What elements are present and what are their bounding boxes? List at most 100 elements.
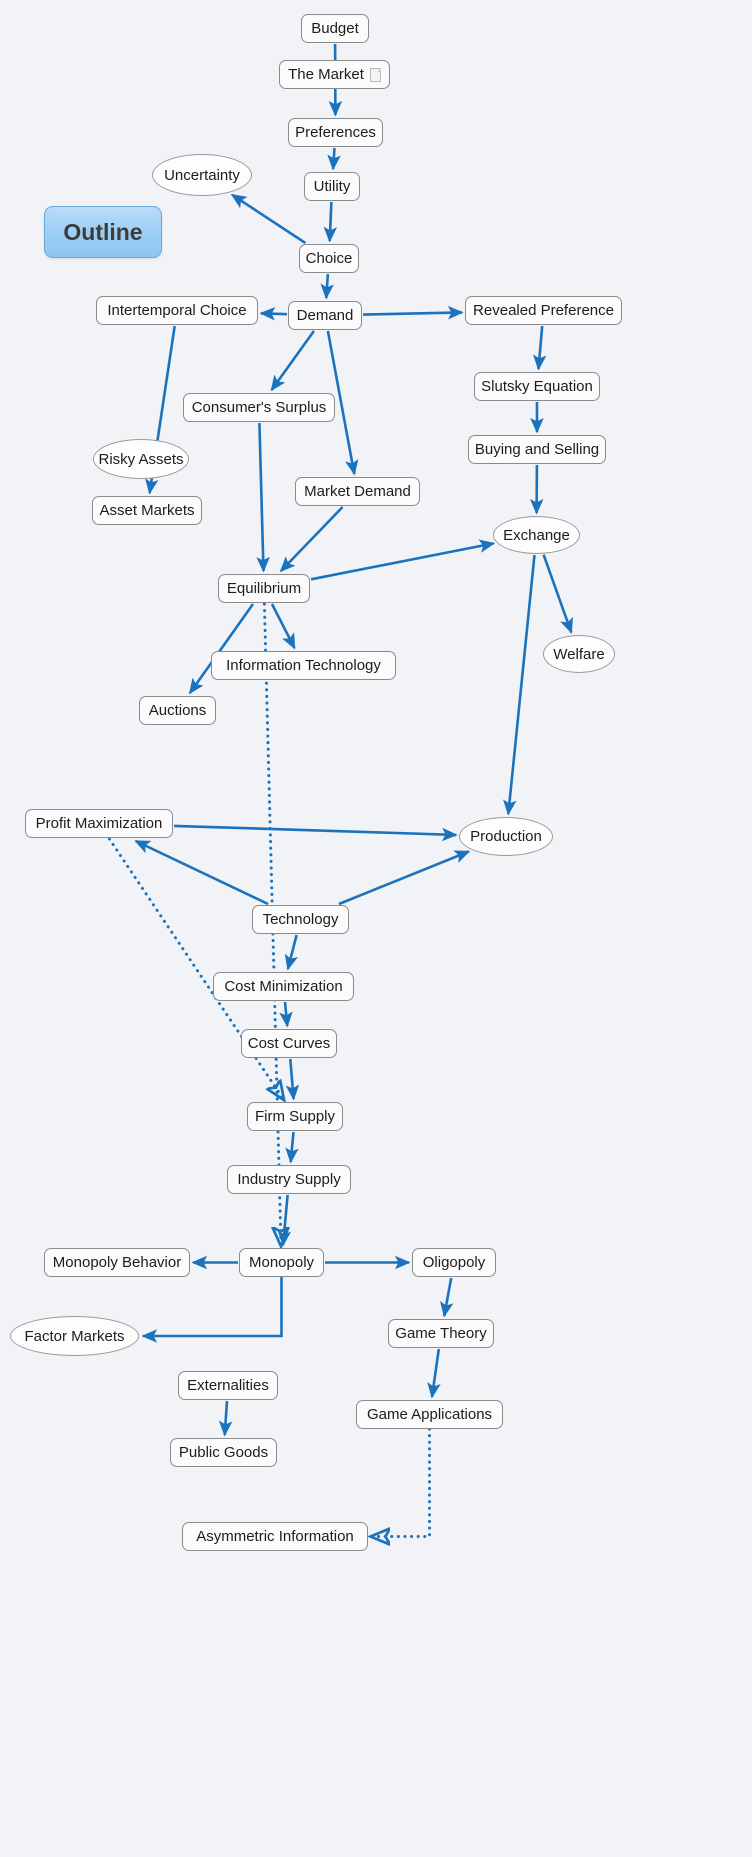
node-label-the_market: The Market <box>288 66 364 83</box>
node-label-cost_curves: Cost Curves <box>247 1035 331 1052</box>
node-label-buying_and_selling: Buying and Selling <box>474 441 600 458</box>
node-label-utility: Utility <box>313 178 351 195</box>
edge-exchange-to-production <box>502 554 536 816</box>
edge-technology-to-production <box>338 850 471 906</box>
node-asymmetric_information[interactable]: Asymmetric Information <box>182 1522 368 1551</box>
node-game_applications[interactable]: Game Applications <box>356 1400 503 1429</box>
node-equilibrium[interactable]: Equilibrium <box>218 574 310 603</box>
node-label-intertemporal_choice: Intertemporal Choice <box>107 302 247 319</box>
node-welfare[interactable]: Welfare <box>543 635 615 673</box>
edge-firm_supply-to-industry_supply <box>285 1131 299 1164</box>
node-intertemporal_choice[interactable]: Intertemporal Choice <box>96 296 258 325</box>
edge-equilibrium-to-monopoly <box>262 602 281 1245</box>
node-demand[interactable]: Demand <box>288 301 362 330</box>
node-profit_maximization[interactable]: Profit Maximization <box>25 809 173 838</box>
node-game_theory[interactable]: Game Theory <box>388 1319 494 1348</box>
node-budget[interactable]: Budget <box>301 14 369 43</box>
node-uncertainty[interactable]: Uncertainty <box>152 154 252 196</box>
edge-consumers_surplus-to-equilibrium <box>256 422 270 573</box>
edge-industry_supply-to-monopoly <box>277 1194 292 1247</box>
node-label-technology: Technology <box>262 911 339 928</box>
node-label-factor_markets: Factor Markets <box>24 1327 125 1345</box>
node-choice[interactable]: Choice <box>299 244 359 273</box>
node-label-game_applications: Game Applications <box>366 1406 493 1423</box>
node-label-monopoly: Monopoly <box>248 1254 315 1271</box>
edge-technology-to-profit_maximization <box>134 839 269 906</box>
node-label-asymmetric_information: Asymmetric Information <box>196 1528 354 1545</box>
edge-demand-to-consumers_surplus <box>270 330 315 392</box>
node-label-welfare: Welfare <box>553 645 605 663</box>
node-industry_supply[interactable]: Industry Supply <box>227 1165 351 1194</box>
node-label-market_demand: Market Demand <box>304 483 411 500</box>
edge-equilibrium-to-auctions <box>188 603 255 695</box>
edge-cost_minimization-to-cost_curves <box>279 1001 293 1028</box>
node-monopoly[interactable]: Monopoly <box>239 1248 324 1277</box>
node-label-outline: Outline <box>63 218 143 245</box>
node-risky_assets[interactable]: Risky Assets <box>93 439 189 479</box>
node-cost_minimization[interactable]: Cost Minimization <box>213 972 354 1001</box>
node-slutsky_equation[interactable]: Slutsky Equation <box>474 372 600 401</box>
node-label-externalities: Externalities <box>187 1377 269 1394</box>
node-label-industry_supply: Industry Supply <box>237 1171 341 1188</box>
node-utility[interactable]: Utility <box>304 172 360 201</box>
node-oligopoly[interactable]: Oligopoly <box>412 1248 496 1277</box>
node-information_technology[interactable]: Information Technology <box>211 651 396 680</box>
node-auctions[interactable]: Auctions <box>139 696 216 725</box>
node-label-asset_markets: Asset Markets <box>99 502 195 519</box>
edge-exchange-to-welfare <box>542 554 573 634</box>
edge-oligopoly-to-game_theory <box>440 1277 454 1318</box>
node-label-risky_assets: Risky Assets <box>98 450 184 468</box>
edge-choice-to-uncertainty <box>230 193 307 245</box>
node-market_demand[interactable]: Market Demand <box>295 477 420 506</box>
node-buying_and_selling[interactable]: Buying and Selling <box>468 435 606 464</box>
node-label-preferences: Preferences <box>295 124 376 141</box>
node-label-public_goods: Public Goods <box>178 1444 269 1461</box>
node-label-monopoly_behavior: Monopoly Behavior <box>52 1254 182 1271</box>
edge-preferences-to-utility <box>327 147 341 171</box>
node-label-game_theory: Game Theory <box>395 1325 487 1342</box>
node-public_goods[interactable]: Public Goods <box>170 1438 277 1467</box>
edge-demand-to-revealed_preference <box>362 305 464 320</box>
node-consumers_surplus[interactable]: Consumer's Surplus <box>183 393 335 422</box>
node-cost_curves[interactable]: Cost Curves <box>241 1029 337 1058</box>
node-technology[interactable]: Technology <box>252 905 349 934</box>
node-outline[interactable]: Outline <box>44 206 162 258</box>
edge-externalities-to-public_goods <box>218 1400 233 1437</box>
edge-choice-to-demand <box>320 273 334 300</box>
node-label-revealed_preference: Revealed Preference <box>473 302 614 319</box>
edge-equilibrium-to-information_technology <box>270 603 296 650</box>
edge-game_theory-to-game_applications <box>427 1348 441 1399</box>
node-preferences[interactable]: Preferences <box>288 118 383 147</box>
edge-utility-to-choice <box>323 201 338 243</box>
node-production[interactable]: Production <box>459 817 553 856</box>
node-label-oligopoly: Oligopoly <box>422 1254 486 1271</box>
node-exchange[interactable]: Exchange <box>493 516 580 554</box>
document-icon <box>369 67 381 82</box>
node-label-uncertainty: Uncertainty <box>164 166 240 184</box>
node-label-equilibrium: Equilibrium <box>226 580 302 597</box>
edge-revealed_preference-to-slutsky_equation <box>532 325 547 371</box>
node-monopoly_behavior[interactable]: Monopoly Behavior <box>44 1248 190 1277</box>
node-factor_markets[interactable]: Factor Markets <box>10 1316 139 1356</box>
node-label-exchange: Exchange <box>503 526 570 544</box>
node-label-cost_minimization: Cost Minimization <box>224 978 343 995</box>
edge-profit_maximization-to-firm_supply <box>107 837 283 1099</box>
node-firm_supply[interactable]: Firm Supply <box>247 1102 343 1131</box>
node-revealed_preference[interactable]: Revealed Preference <box>465 296 622 325</box>
edge-monopoly-to-factor_markets <box>141 1277 283 1343</box>
edge-demand-to-intertemporal_choice <box>259 307 288 321</box>
node-label-demand: Demand <box>296 307 354 324</box>
node-label-firm_supply: Firm Supply <box>254 1108 336 1125</box>
edge-profit_maximization-to-production <box>173 824 458 842</box>
node-label-auctions: Auctions <box>148 702 207 719</box>
edge-equilibrium-to-exchange <box>310 539 496 581</box>
node-label-profit_maximization: Profit Maximization <box>35 815 163 832</box>
node-asset_markets[interactable]: Asset Markets <box>92 496 202 525</box>
node-label-budget: Budget <box>311 20 359 37</box>
node-externalities[interactable]: Externalities <box>178 1371 278 1400</box>
node-the_market[interactable]: The Market <box>279 60 390 89</box>
edge-demand-to-market_demand <box>326 330 359 476</box>
edge-market_demand-to-equilibrium <box>279 506 344 573</box>
